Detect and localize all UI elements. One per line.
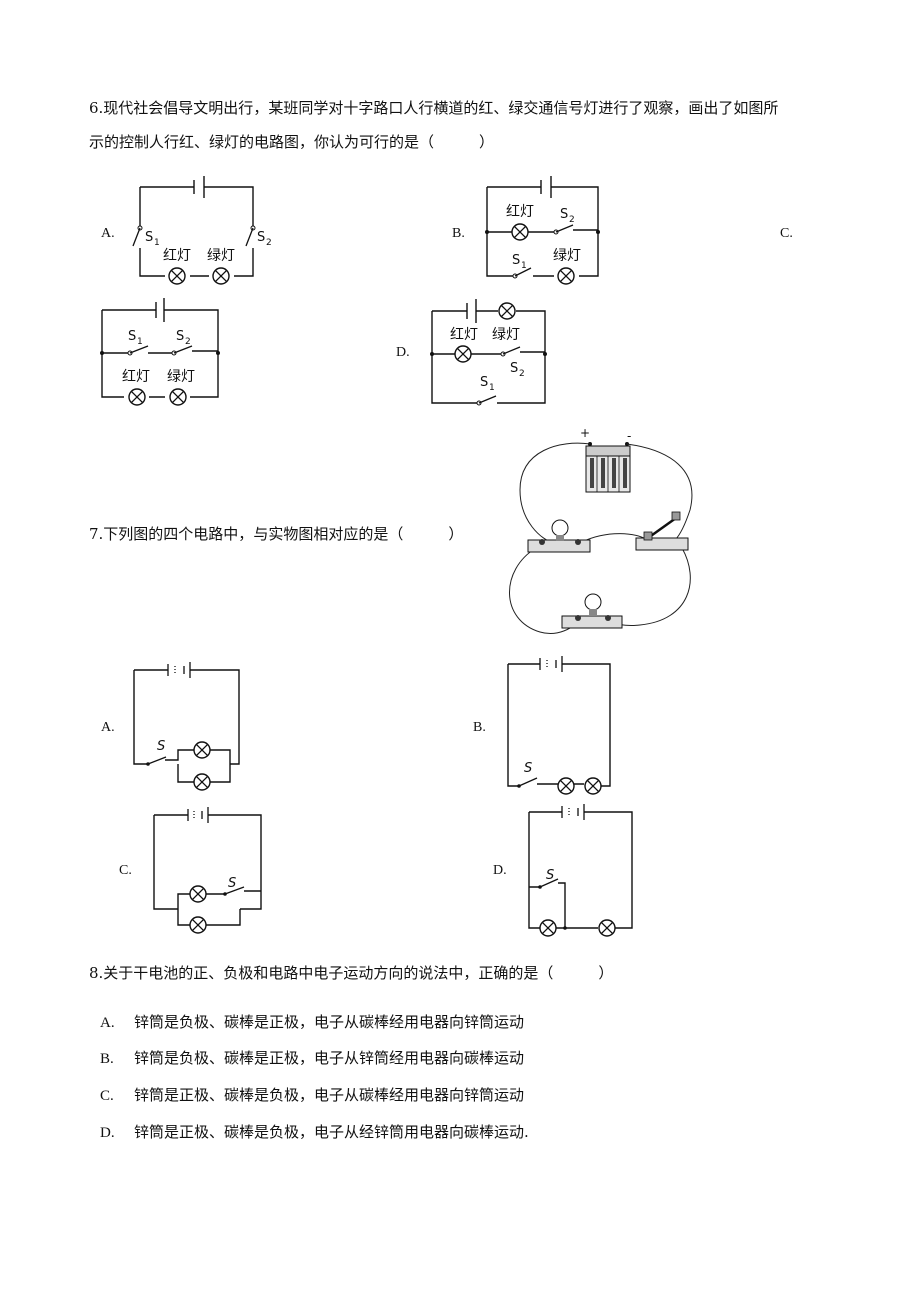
q6-option-c-label[interactable]: C. — [780, 226, 793, 241]
svg-text:1: 1 — [489, 383, 495, 393]
q8-stem: 8.关于干电池的正、负极和电路中电子运动方向的说法中，正确的是（ ） — [89, 964, 614, 982]
q8-option-b[interactable]: B.锌筒是负极、碳棒是正极，电子从锌筒经用电器向碳棒运动 — [100, 1049, 525, 1067]
q7-option-a-label[interactable]: A. — [101, 720, 115, 735]
q6a-red-lamp-label: 红灯 — [163, 248, 191, 264]
q7b-s-label: S — [524, 761, 532, 776]
svg-text:2: 2 — [519, 369, 525, 379]
q8-option-c[interactable]: C.锌筒是正极、碳棒是负极，电子从碳棒经用电器向锌筒运动 — [100, 1086, 525, 1104]
q6a-s1-label: S — [145, 230, 153, 245]
q7c-s-label: S — [228, 876, 236, 891]
q7-option-d-label[interactable]: D. — [493, 863, 507, 878]
q8-option-d[interactable]: D.锌筒是正极、碳棒是负极，电子从经锌筒用电器向碳棒运动. — [100, 1123, 529, 1141]
q7-option-b-label[interactable]: B. — [473, 720, 486, 735]
knife-switch-icon — [635, 511, 689, 551]
q6d-s2-label: S — [510, 361, 518, 376]
q7a-s-label: S — [157, 739, 165, 754]
q6-stem-line2: 示的控制人行红、绿灯的电路图，你认为可行的是（ ） — [89, 133, 495, 151]
q6d-green-lamp-label: 绿灯 — [492, 327, 520, 343]
q7-stem: 7.下列图的四个电路中，与实物图相对应的是（ ） — [89, 525, 464, 543]
bulb-lower-icon — [561, 593, 623, 629]
q6-stem-line1: 6.现代社会倡导文明出行，某班同学对十字路口人行横道的红、绿交通信号灯进行了观察… — [89, 99, 779, 117]
q6b-red-lamp-label: 红灯 — [506, 204, 534, 220]
q6b-green-lamp-label: 绿灯 — [553, 248, 581, 264]
battery-pack-icon — [585, 442, 631, 493]
svg-text:1: 1 — [137, 337, 143, 347]
svg-text:1: 1 — [521, 261, 527, 271]
q6b-s2-label: S — [560, 207, 568, 222]
q6c-s1-label: S — [128, 329, 136, 344]
q7-option-c-label[interactable]: C. — [119, 863, 132, 878]
svg-text:1: 1 — [154, 238, 160, 248]
bulb-upper-icon — [527, 519, 591, 553]
q6-option-a-label[interactable]: A. — [101, 226, 115, 241]
q6-option-b-label[interactable]: B. — [452, 226, 465, 241]
q6a-s2-label: S — [257, 230, 265, 245]
q6d-red-lamp-label: 红灯 — [450, 327, 478, 343]
q6c-green-lamp-label: 绿灯 — [167, 369, 195, 385]
q6d-s1-label: S — [480, 375, 488, 390]
svg-text:+: + — [580, 426, 590, 440]
q6c-red-lamp-label: 红灯 — [122, 369, 150, 385]
svg-text:2: 2 — [266, 238, 272, 248]
svg-text:-: - — [627, 429, 631, 443]
q7d-s-label: S — [546, 868, 554, 883]
q6-option-d-label[interactable]: D. — [396, 345, 410, 360]
q6b-s1-label: S — [512, 253, 520, 268]
q6c-s2-label: S — [176, 329, 184, 344]
svg-text:2: 2 — [569, 215, 575, 225]
svg-text:2: 2 — [185, 337, 191, 347]
q6a-green-lamp-label: 绿灯 — [207, 248, 235, 264]
q8-option-a[interactable]: A.锌筒是负极、碳棒是正极，电子从碳棒经用电器向锌筒运动 — [100, 1013, 525, 1031]
